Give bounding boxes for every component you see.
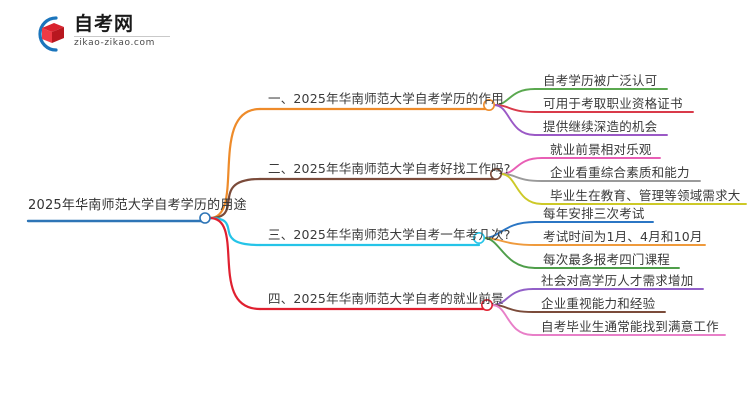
branch-2-leaf-1-label[interactable]: 就业前景相对乐观 — [550, 142, 652, 157]
branch-4-trunk — [208, 216, 262, 311]
branch-2-node-dot[interactable] — [489, 168, 502, 181]
branch-4-leaf-2-label[interactable]: 企业重视能力和经验 — [541, 296, 656, 311]
site-logo: 自考网 zikao-zikao.com — [26, 10, 176, 58]
branch-3-leaf-3-label[interactable]: 每次最多报考四门课程 — [543, 252, 671, 267]
branch-4-leaf-3-link — [491, 304, 534, 336]
branch-1-node-dot[interactable] — [482, 99, 495, 112]
logo-domain: zikao-zikao.com — [74, 38, 155, 48]
logo-divider — [74, 36, 170, 37]
branch-3-label[interactable]: 三、2025年华南师范大学自考一年考几次? — [268, 227, 511, 242]
branch-2-leaf-3-link — [500, 173, 543, 205]
branch-3-leaf-2-label[interactable]: 考试时间为1月、4月和10月 — [543, 229, 703, 244]
branch-4-leaf-1-label[interactable]: 社会对高学历人才需求增加 — [541, 273, 694, 288]
logo-site-name: 自考网 — [74, 13, 135, 35]
branch-2-label[interactable]: 二、2025年华南师范大学自考好找工作吗? — [268, 161, 511, 176]
branch-2-leaf-3-label[interactable]: 毕业生在教育、管理等领域需求大 — [550, 188, 741, 203]
root-node-label[interactable]: 2025年华南师范大学自考学历的用途 — [28, 198, 247, 213]
branch-2-leaf-2-label[interactable]: 企业看重综合素质和能力 — [550, 165, 690, 180]
branch-2-trunk — [208, 177, 262, 220]
branch-1-label[interactable]: 一、2025年华南师范大学自考学历的作用 — [268, 91, 504, 106]
branch-4-node-dot[interactable] — [480, 298, 493, 311]
branch-3-leaf-3-link — [483, 237, 536, 269]
branch-1-leaf-1-label[interactable]: 自考学历被广泛认可 — [543, 73, 658, 88]
graduation-book-icon — [38, 16, 64, 52]
branch-1-trunk — [208, 107, 262, 220]
logo-text-group: 自考网 zikao-zikao.com — [74, 14, 170, 48]
branch-1-leaf-2-label[interactable]: 可用于考取职业资格证书 — [543, 96, 683, 111]
branch-4-leaf-3-label[interactable]: 自考毕业生通常能找到满意工作 — [541, 319, 719, 334]
branch-3-leaf-1-label[interactable]: 每年安排三次考试 — [543, 206, 645, 221]
branch-3-node-dot[interactable] — [472, 232, 485, 245]
root-node-dot[interactable] — [199, 212, 211, 224]
branch-1-leaf-3-link — [493, 104, 536, 136]
branch-4-label[interactable]: 四、2025年华南师范大学自考的就业前景 — [268, 291, 504, 306]
branch-1-leaf-3-label[interactable]: 提供继续深造的机会 — [543, 119, 658, 134]
branch-3-trunk — [208, 216, 262, 247]
